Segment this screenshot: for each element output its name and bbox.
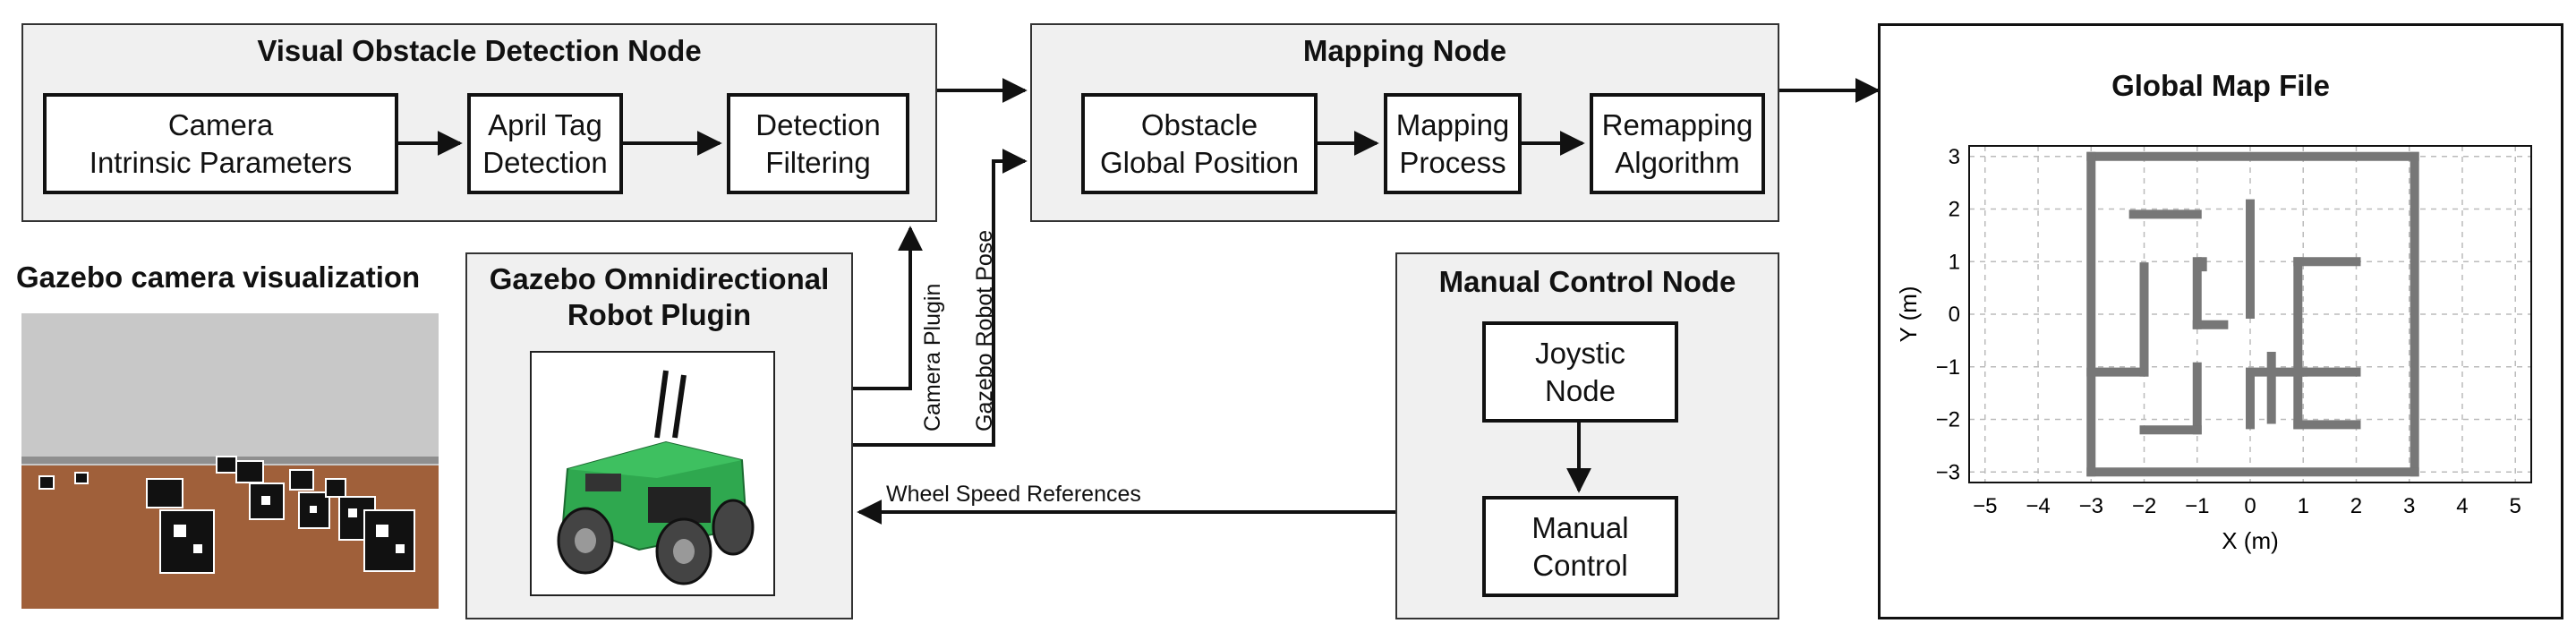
camera-plugin-label: Camera Plugin <box>920 283 945 431</box>
april-tag-detection-box: April Tag Detection <box>467 93 623 194</box>
visual-node-title: Visual Obstacle Detection Node <box>257 34 702 67</box>
mapping-node-title: Mapping Node <box>1302 34 1507 67</box>
map-plot: −5 −4 −3 −2 −1 0 1 2 3 4 5 3 2 1 0 −1 −2 −3 X (m) Y (m) <box>1895 145 2532 554</box>
mapping-node: Mapping Node Obstacle Global Position Ma… <box>1030 23 1779 222</box>
robot-image <box>530 351 775 596</box>
gazebo-camera-visualization-title: Gazebo camera visualization <box>16 260 421 294</box>
map-ytick-label: −2 <box>1936 408 1960 432</box>
mapping-process-box: Mapping Process <box>1384 93 1522 194</box>
camera-intrinsic-box: Camera Intrinsic Parameters <box>43 93 398 194</box>
map-ytick-label: −3 <box>1936 460 1960 484</box>
map-title: Global Map File <box>2111 69 2330 102</box>
wire-camera-plugin <box>853 226 923 390</box>
wheel-speed-label: Wheel Speed References <box>886 482 1141 507</box>
remapping-algorithm-box: Remapping Algorithm <box>1590 93 1765 194</box>
joystick-node-box: Joystic Node <box>1482 321 1678 423</box>
map-xtick-label: −2 <box>2132 494 2156 518</box>
map-xtick-label: 1 <box>2298 494 2309 518</box>
map-ylabel: Y (m) <box>1895 286 1922 342</box>
robot-plugin-title: Gazebo Omnidirectional Robot Plugin <box>489 262 830 331</box>
robot-pose-label: Gazebo Robot Pose <box>972 229 997 431</box>
manual-control-box: Manual Control <box>1482 496 1678 597</box>
map-xtick-label: 4 <box>2456 494 2468 518</box>
wire-robot-pose <box>853 149 1028 447</box>
visual-obstacle-detection-node: Visual Obstacle Detection Node Camera In… <box>21 23 937 222</box>
map-xlabel: X (m) <box>2222 527 2279 554</box>
map-ytick-label: 3 <box>1949 145 1960 169</box>
map-ytick-label: 2 <box>1949 198 1960 222</box>
manual-node-title: Manual Control Node <box>1438 265 1736 298</box>
map-xtick-label: −5 <box>1973 494 1997 518</box>
map-xtick-label: −4 <box>2026 494 2050 518</box>
gazebo-robot-plugin-node: Gazebo Omnidirectional Robot Plugin <box>465 252 853 619</box>
manual-control-node: Manual Control Node Joystic Node Manual … <box>1395 252 1779 619</box>
map-xtick-label: −1 <box>2185 494 2209 518</box>
map-xtick-label: 0 <box>2244 494 2256 518</box>
map-ytick-label: −1 <box>1936 355 1960 380</box>
map-xtick-label: 3 <box>2403 494 2415 518</box>
map-xtick-label: −3 <box>2079 494 2103 518</box>
detection-filtering-box: Detection Filtering <box>727 93 909 194</box>
map-xtick-label: 2 <box>2350 494 2362 518</box>
map-ytick-label: 0 <box>1949 303 1960 327</box>
april-tags <box>38 456 415 574</box>
obstacle-global-position-box: Obstacle Global Position <box>1081 93 1318 194</box>
gazebo-camera-image <box>21 313 439 609</box>
map-xtick-label: 5 <box>2510 494 2521 518</box>
map-ytick-label: 1 <box>1949 250 1960 274</box>
